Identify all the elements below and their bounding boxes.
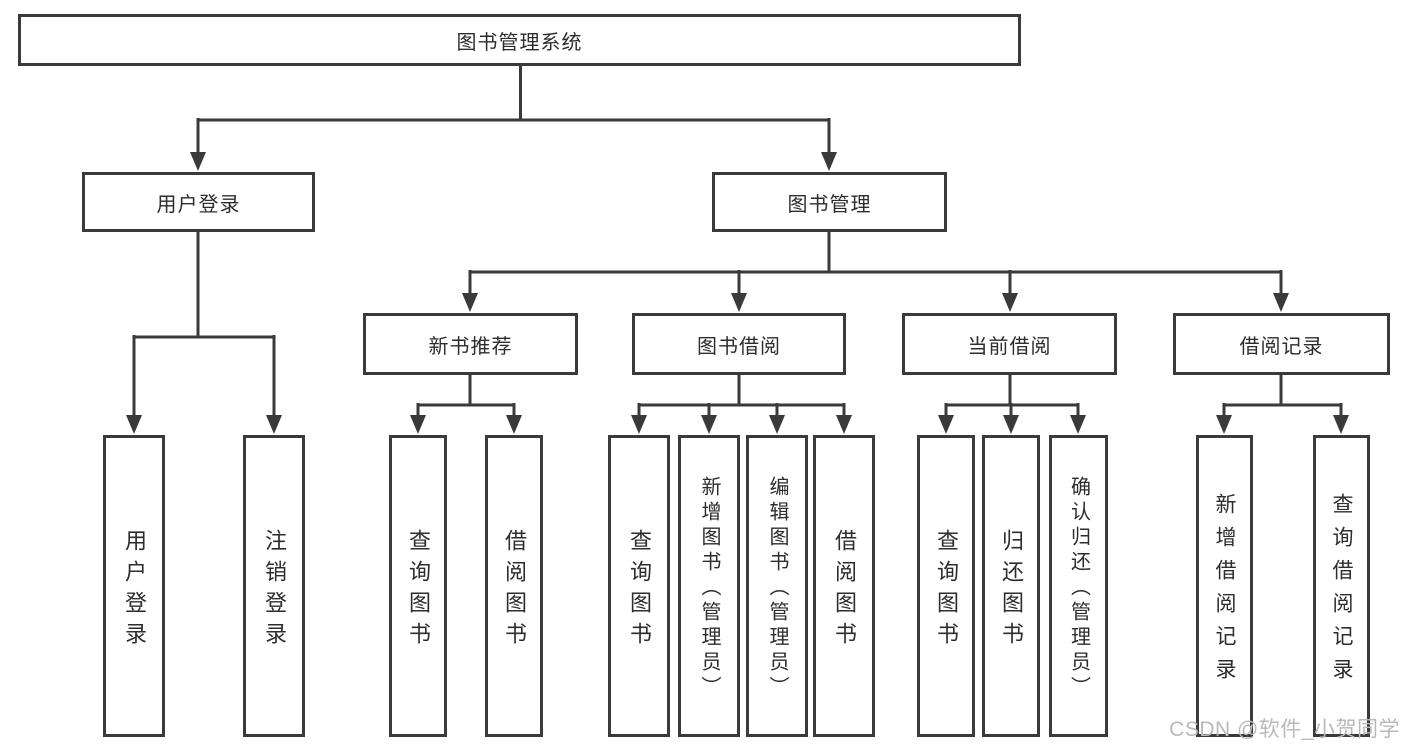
leaf-logout: 注销登录 (243, 435, 305, 737)
leaf-label: 借阅图书 (832, 528, 857, 653)
leaf-borrow-books-recommend: 借阅图书 (485, 435, 543, 737)
leaf-user-login: 用户登录 (103, 435, 165, 737)
leaf-add-borrow-record: 新增借阅记录 (1196, 435, 1253, 737)
leaf-label: 查询图书 (934, 528, 959, 653)
node-book-borrowing: 图书借阅 (632, 313, 846, 375)
node-book-management: 图书管理 (712, 172, 947, 232)
csdn-watermark: CSDN @软件_小贺同学 (1169, 718, 1400, 741)
leaf-label: 编辑图书（管理员） (766, 476, 788, 701)
leaf-label: 归还图书 (999, 528, 1024, 653)
leaf-label: 注销登录 (262, 528, 287, 653)
node-label: 新书推荐 (428, 335, 513, 358)
node-label: 图书管理系统 (456, 31, 583, 54)
leaf-label: 确认归还（管理员） (1067, 476, 1090, 701)
leaf-borrow-books: 借阅图书 (813, 435, 875, 737)
node-new-book-recommendation: 新书推荐 (363, 313, 578, 375)
leaf-label: 查询借阅记录 (1330, 493, 1353, 691)
node-label: 图书管理 (787, 193, 872, 216)
node-label: 用户登录 (156, 193, 241, 216)
node-label: 借阅记录 (1239, 335, 1324, 358)
leaf-query-books-recommend: 查询图书 (389, 435, 447, 737)
leaf-label: 借阅图书 (502, 528, 527, 653)
node-label: 图书借阅 (697, 335, 781, 358)
node-label: 当前借阅 (967, 335, 1052, 358)
leaf-query-books-current: 查询图书 (917, 435, 975, 737)
node-user-login-group: 用户登录 (82, 172, 315, 232)
leaf-add-books-admin: 新增图书（管理员） (678, 435, 740, 737)
leaf-confirm-return-admin: 确认归还（管理员） (1049, 435, 1108, 737)
node-library-management-system: 图书管理系统 (18, 14, 1021, 66)
arrowheads (126, 152, 1349, 434)
leaf-label: 查询图书 (627, 528, 652, 653)
leaf-label: 查询图书 (406, 528, 431, 653)
leaf-label: 用户登录 (122, 528, 147, 653)
leaf-label: 新增图书（管理员） (698, 476, 720, 701)
leaf-return-books: 归还图书 (982, 435, 1040, 737)
leaf-query-books-borrow: 查询图书 (608, 435, 670, 737)
node-current-borrowing: 当前借阅 (902, 313, 1117, 375)
leaf-edit-books-admin: 编辑图书（管理员） (746, 435, 808, 737)
node-borrowing-records: 借阅记录 (1173, 313, 1390, 375)
leaf-label: 新增借阅记录 (1213, 493, 1236, 691)
leaf-query-borrow-record: 查询借阅记录 (1313, 435, 1370, 737)
